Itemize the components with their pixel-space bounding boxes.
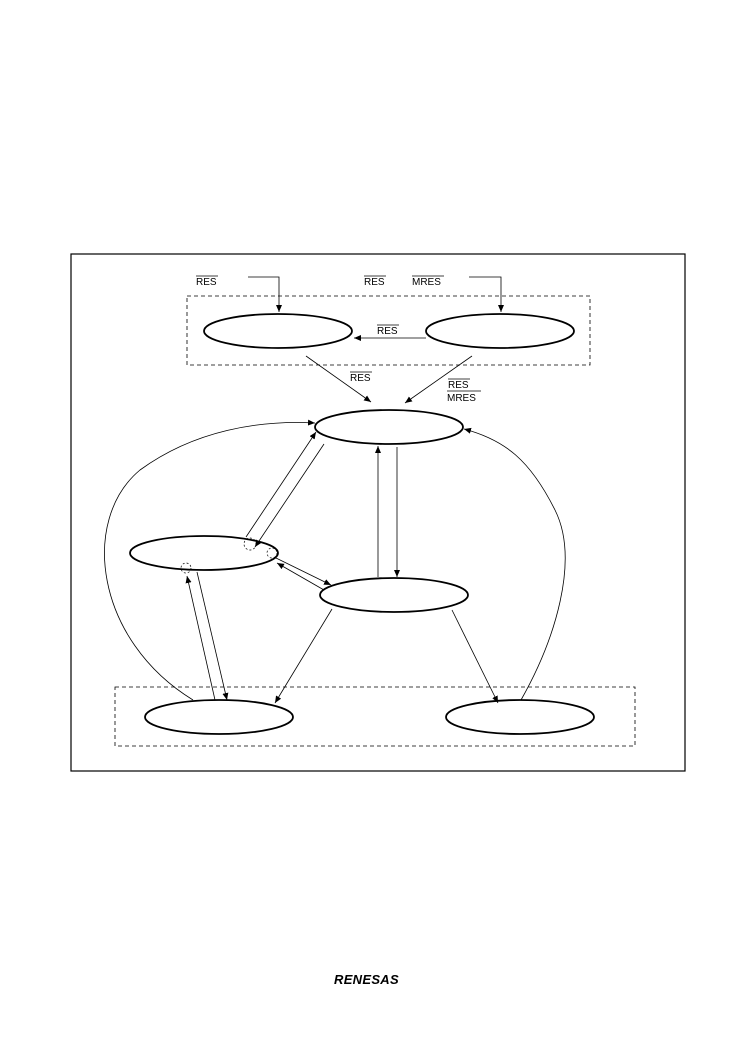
svg-text:RES: RES bbox=[350, 373, 371, 384]
signal-label-res-between-resets: RES bbox=[377, 324, 399, 337]
signal-label-res-from-manual: RES bbox=[448, 378, 470, 391]
svg-text:MRES: MRES bbox=[412, 277, 441, 288]
sleep-to-program-curve bbox=[104, 419, 316, 701]
manual-to-program-arrow bbox=[404, 355, 473, 404]
power-down-states-group bbox=[114, 686, 636, 747]
diagram-frame bbox=[70, 253, 686, 772]
reset-states-group bbox=[186, 295, 591, 366]
exception-to-bus-release-arrow bbox=[275, 557, 332, 586]
svg-text:RES: RES bbox=[377, 326, 398, 337]
mres-input-arrow bbox=[469, 276, 504, 312]
transition-marker bbox=[266, 547, 278, 559]
exception-handling-state bbox=[129, 535, 279, 571]
svg-text:RES: RES bbox=[196, 277, 217, 288]
program-to-exception-arrow bbox=[254, 443, 325, 548]
sleep-mode-state bbox=[144, 699, 294, 735]
signal-label-mres-from-manual: MRES bbox=[447, 390, 481, 404]
exception-to-sleep-arrow bbox=[196, 571, 229, 701]
standby-to-program-curve bbox=[463, 427, 566, 701]
svg-text:RES: RES bbox=[364, 277, 385, 288]
program-execution-state bbox=[314, 409, 464, 445]
signal-label-res-power-on: RES bbox=[196, 275, 218, 288]
sleep-to-exception-arrow bbox=[185, 575, 216, 701]
exception-to-program-arrow bbox=[245, 431, 317, 538]
signal-label-res-manual: RES bbox=[364, 275, 386, 288]
renesas-logo: RENESAS bbox=[334, 972, 399, 987]
svg-text:RES: RES bbox=[448, 380, 469, 391]
transition-marker bbox=[180, 562, 192, 574]
bus-release-to-sleep-arrow bbox=[274, 608, 333, 704]
signal-label-res-to-program: RES bbox=[350, 371, 372, 384]
bus-release-to-exception-arrow bbox=[276, 562, 325, 591]
power-on-to-program-arrow bbox=[305, 355, 372, 403]
power-on-reset-state bbox=[203, 313, 353, 349]
svg-text:MRES: MRES bbox=[447, 393, 476, 404]
res-input-arrow bbox=[248, 276, 282, 312]
bus-release-to-standby-arrow bbox=[451, 609, 499, 704]
standby-mode-state bbox=[445, 699, 595, 735]
signal-label-mres-manual: MRES bbox=[412, 275, 444, 288]
manual-reset-state bbox=[425, 313, 575, 349]
bus-release-state bbox=[319, 577, 469, 613]
